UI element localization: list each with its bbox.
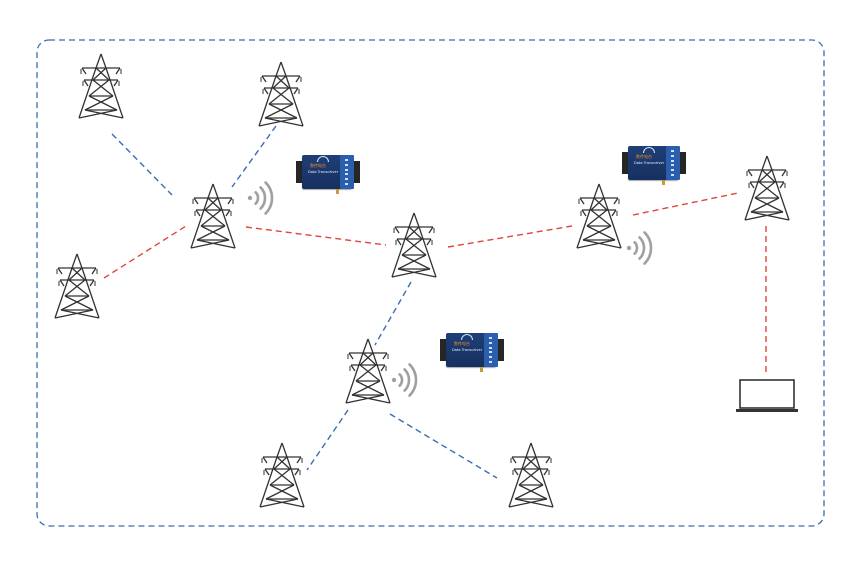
transmission-tower-icon xyxy=(391,212,437,278)
radio-modem-icon: 数传电台 Data Transceiver xyxy=(296,152,364,194)
transmission-tower-icon xyxy=(345,338,391,404)
backbone-link xyxy=(632,192,739,216)
device-title: Data Transceiver xyxy=(308,170,339,174)
transmission-tower-icon xyxy=(259,442,305,508)
device-title: Data Transceiver xyxy=(634,161,665,165)
transmission-tower-icon xyxy=(576,183,622,249)
transmission-tower-icon xyxy=(190,183,236,249)
wireless-signal-icon xyxy=(626,231,653,265)
transmission-tower-icon xyxy=(54,253,100,319)
links-layer xyxy=(103,125,767,479)
device-brand: 数传电台 xyxy=(636,154,652,159)
radio-modem-icon: 数传电台 Data Transceiver xyxy=(440,330,508,372)
wireless-link xyxy=(306,409,349,471)
backbone-link xyxy=(245,226,387,246)
towers-layer xyxy=(54,53,790,508)
transmission-tower-icon xyxy=(258,61,304,127)
wireless-signal-icon xyxy=(391,363,418,397)
transmission-tower-icon xyxy=(78,53,124,119)
device-brand: 数传电台 xyxy=(310,163,326,168)
network-boundary xyxy=(36,39,825,527)
device-title: Data Transceiver xyxy=(452,348,483,352)
wireless-link xyxy=(374,281,412,346)
radio-modem-icon: 数传电台 Data Transceiver xyxy=(622,143,690,185)
wireless-link xyxy=(231,125,277,188)
signals-layer xyxy=(247,181,653,397)
transmission-tower-icon xyxy=(508,442,554,508)
transmission-tower-icon xyxy=(744,155,790,221)
backbone-link xyxy=(103,225,187,279)
backbone-link xyxy=(447,225,573,248)
laptop-icon xyxy=(736,379,798,412)
wireless-signal-icon xyxy=(247,181,274,215)
wireless-link xyxy=(111,133,173,196)
wireless-link xyxy=(389,413,498,479)
device-brand: 数传电台 xyxy=(454,341,470,346)
